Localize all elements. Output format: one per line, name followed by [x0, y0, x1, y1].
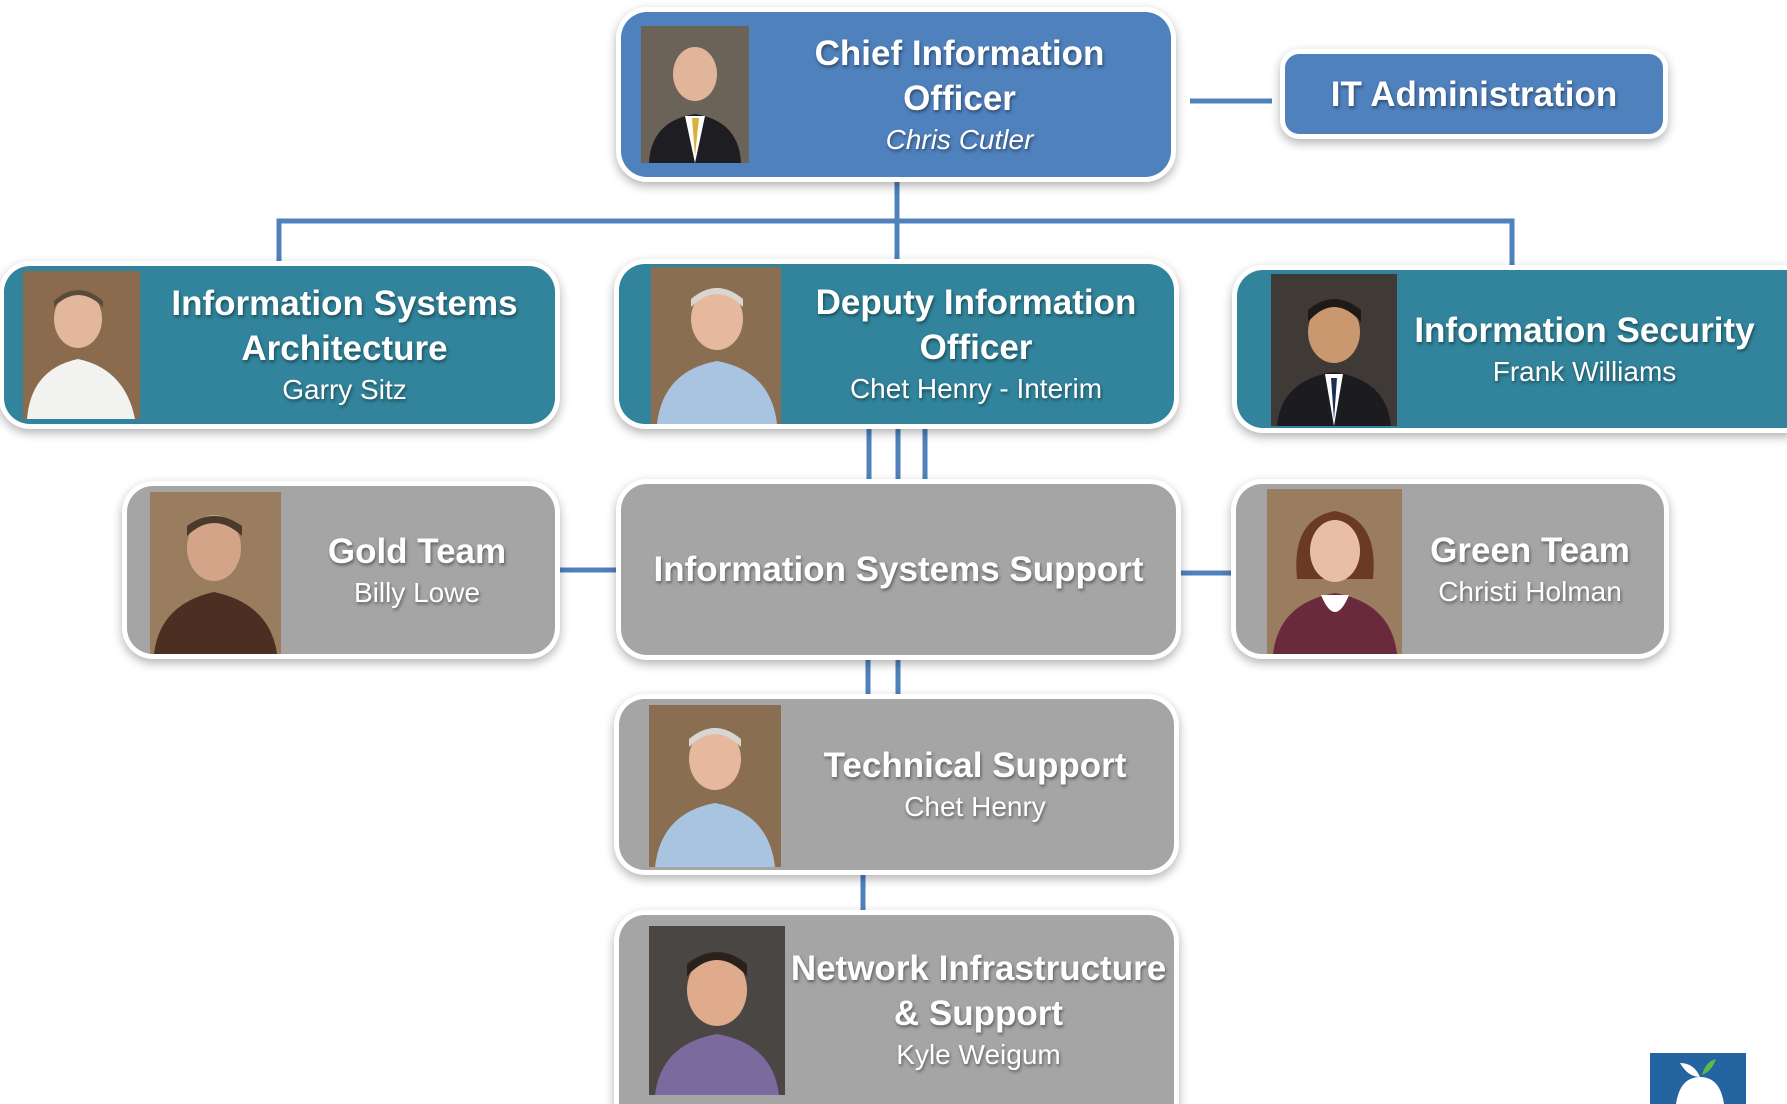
isa-box: Information Systems Architecture Garry S…	[4, 266, 555, 424]
green-team-box: Green Team Christi Holman	[1236, 484, 1664, 654]
infosec-text: Information Security Frank Williams	[1402, 270, 1767, 428]
green-team-text: Green Team Christi Holman	[1404, 484, 1656, 654]
green-team-photo	[1267, 489, 1402, 654]
dio-title-line2: Officer	[919, 328, 1033, 367]
tech-support-box: Technical Support Chet Henry	[619, 699, 1174, 870]
network-title-line1: Network Infrastructure	[790, 948, 1167, 988]
isa-photo	[23, 271, 140, 419]
gold-team-title: Gold Team	[327, 531, 507, 571]
infosec-box: Information Security Frank Williams	[1237, 270, 1787, 428]
iss-box: Information Systems Support	[621, 484, 1176, 655]
cio-name: Chris Cutler	[885, 123, 1034, 155]
gold-team-text: Gold Team Billy Lowe	[287, 486, 547, 654]
tech-support-photo	[649, 705, 781, 867]
person-photo-icon	[651, 267, 781, 424]
tech-support-text: Technical Support Chet Henry	[784, 699, 1166, 870]
person-photo-icon	[641, 26, 749, 163]
green-team-title: Green Team	[1430, 530, 1630, 570]
network-text: Network Infrastructure & Support Kyle We…	[787, 915, 1170, 1104]
dio-title-line1: Deputy Information	[815, 283, 1137, 322]
cio-photo	[641, 26, 749, 163]
person-photo-icon	[649, 926, 785, 1095]
dio-box: Deputy Information Officer Chet Henry - …	[619, 264, 1174, 424]
network-box: Network Infrastructure & Support Kyle We…	[619, 915, 1174, 1104]
isa-title-line1: Information Systems	[171, 284, 518, 323]
gold-team-photo	[150, 492, 281, 654]
green-team-name: Christi Holman	[1438, 575, 1622, 607]
infosec-title: Information Security	[1414, 310, 1755, 350]
tech-support-name: Chet Henry	[904, 791, 1046, 822]
person-photo-icon	[1267, 489, 1402, 654]
isa-title-line2: Architecture	[241, 329, 448, 368]
person-photo-icon	[1271, 274, 1397, 426]
network-title-line2: & Support	[893, 993, 1064, 1033]
it-admin-text: IT Administration	[1285, 54, 1663, 134]
gold-team-box: Gold Team Billy Lowe	[127, 486, 555, 654]
network-photo	[649, 926, 785, 1095]
person-photo-icon	[150, 492, 281, 654]
isa-name: Garry Sitz	[282, 374, 407, 405]
iss-title: Information Systems Support	[653, 550, 1144, 589]
infosec-photo	[1271, 274, 1397, 426]
gold-team-name: Billy Lowe	[353, 576, 481, 608]
person-photo-icon	[23, 271, 140, 419]
tech-support-title: Technical Support	[823, 746, 1127, 785]
isa-text: Information Systems Architecture Garry S…	[144, 266, 545, 424]
person-photo-icon	[649, 705, 781, 867]
it-admin-box: IT Administration	[1285, 54, 1663, 134]
dio-name: Chet Henry - Interim	[849, 373, 1103, 404]
dio-text: Deputy Information Officer Chet Henry - …	[784, 264, 1168, 424]
it-admin-title: IT Administration	[1330, 74, 1618, 114]
apple-leaf-logo-icon	[1650, 1053, 1746, 1104]
dio-photo	[651, 267, 781, 424]
infosec-name: Frank Williams	[1492, 355, 1677, 387]
cio-title: Chief Information Officer	[814, 33, 1105, 118]
cio-text: Chief Information Officer Chris Cutler	[756, 12, 1163, 177]
iss-text: Information Systems Support	[621, 484, 1176, 655]
cio-box: Chief Information Officer Chris Cutler	[621, 12, 1171, 177]
network-name: Kyle Weigum	[896, 1038, 1061, 1070]
